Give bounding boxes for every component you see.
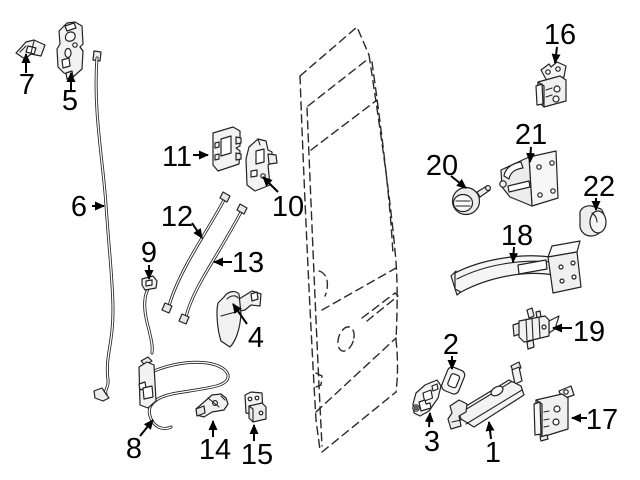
part-8-actuator-cable	[138, 356, 230, 431]
callout-label-9: 9	[141, 237, 157, 269]
part-22-plug	[579, 205, 607, 237]
part-20-lock-cylinder	[451, 185, 492, 216]
part-5-latch	[56, 21, 84, 80]
callout-arrow-4	[232, 303, 248, 325]
callout-label-5: 5	[62, 85, 78, 117]
callout-arrow-8	[139, 419, 154, 437]
part-3-plate	[412, 379, 442, 417]
callout-label-7: 7	[19, 69, 35, 101]
part-4-striker	[216, 290, 262, 348]
part-10-latch	[245, 138, 278, 192]
callout-arrow-3	[424, 412, 434, 428]
callout-label-17: 17	[586, 404, 618, 436]
door-outline	[299, 25, 399, 453]
callout-label-15: 15	[241, 439, 273, 471]
part-14-bracket	[195, 393, 229, 418]
callout-label-4: 4	[248, 322, 264, 354]
callout-arrow-12	[191, 222, 203, 239]
callout-label-12: 12	[161, 201, 193, 233]
part-21-bracket	[499, 150, 559, 207]
callout-label-20: 20	[426, 150, 458, 182]
callout-arrow-1	[485, 421, 495, 440]
callout-label-2: 2	[443, 329, 459, 361]
callout-arrow-10	[262, 176, 279, 193]
callout-label-16: 16	[544, 19, 576, 51]
callout-label-8: 8	[126, 433, 142, 465]
part-6-cable	[92, 50, 115, 402]
part-15-bracket	[244, 391, 267, 423]
callout-label-14: 14	[199, 434, 231, 466]
callout-arrow-20	[450, 175, 467, 189]
part-12-cable	[161, 191, 231, 314]
part-17-hinge	[533, 385, 575, 442]
callout-arrow-16	[551, 46, 561, 64]
part-13-cable	[178, 203, 248, 325]
callout-label-21: 21	[515, 119, 547, 151]
part-19-check-strap	[512, 307, 560, 350]
part-7-clip	[15, 39, 46, 60]
callout-label-10: 10	[272, 191, 304, 223]
callout-arrow-21	[526, 146, 536, 163]
part-1-handle-base	[447, 361, 525, 430]
callout-label-3: 3	[424, 426, 440, 458]
part-9-cable	[141, 275, 158, 355]
callout-label-13: 13	[232, 247, 264, 279]
callout-label-11: 11	[162, 141, 192, 173]
part-18-handle	[450, 240, 582, 296]
callout-label-6: 6	[71, 191, 87, 223]
callout-arrow-18	[509, 246, 519, 263]
callout-label-19: 19	[573, 316, 605, 348]
part-16-hinge	[535, 61, 567, 108]
part-2-gasket	[441, 366, 466, 395]
callout-label-1: 1	[485, 437, 501, 469]
callout-label-18: 18	[501, 220, 533, 252]
callout-label-22: 22	[583, 171, 615, 203]
part-11-bracket	[212, 126, 242, 172]
